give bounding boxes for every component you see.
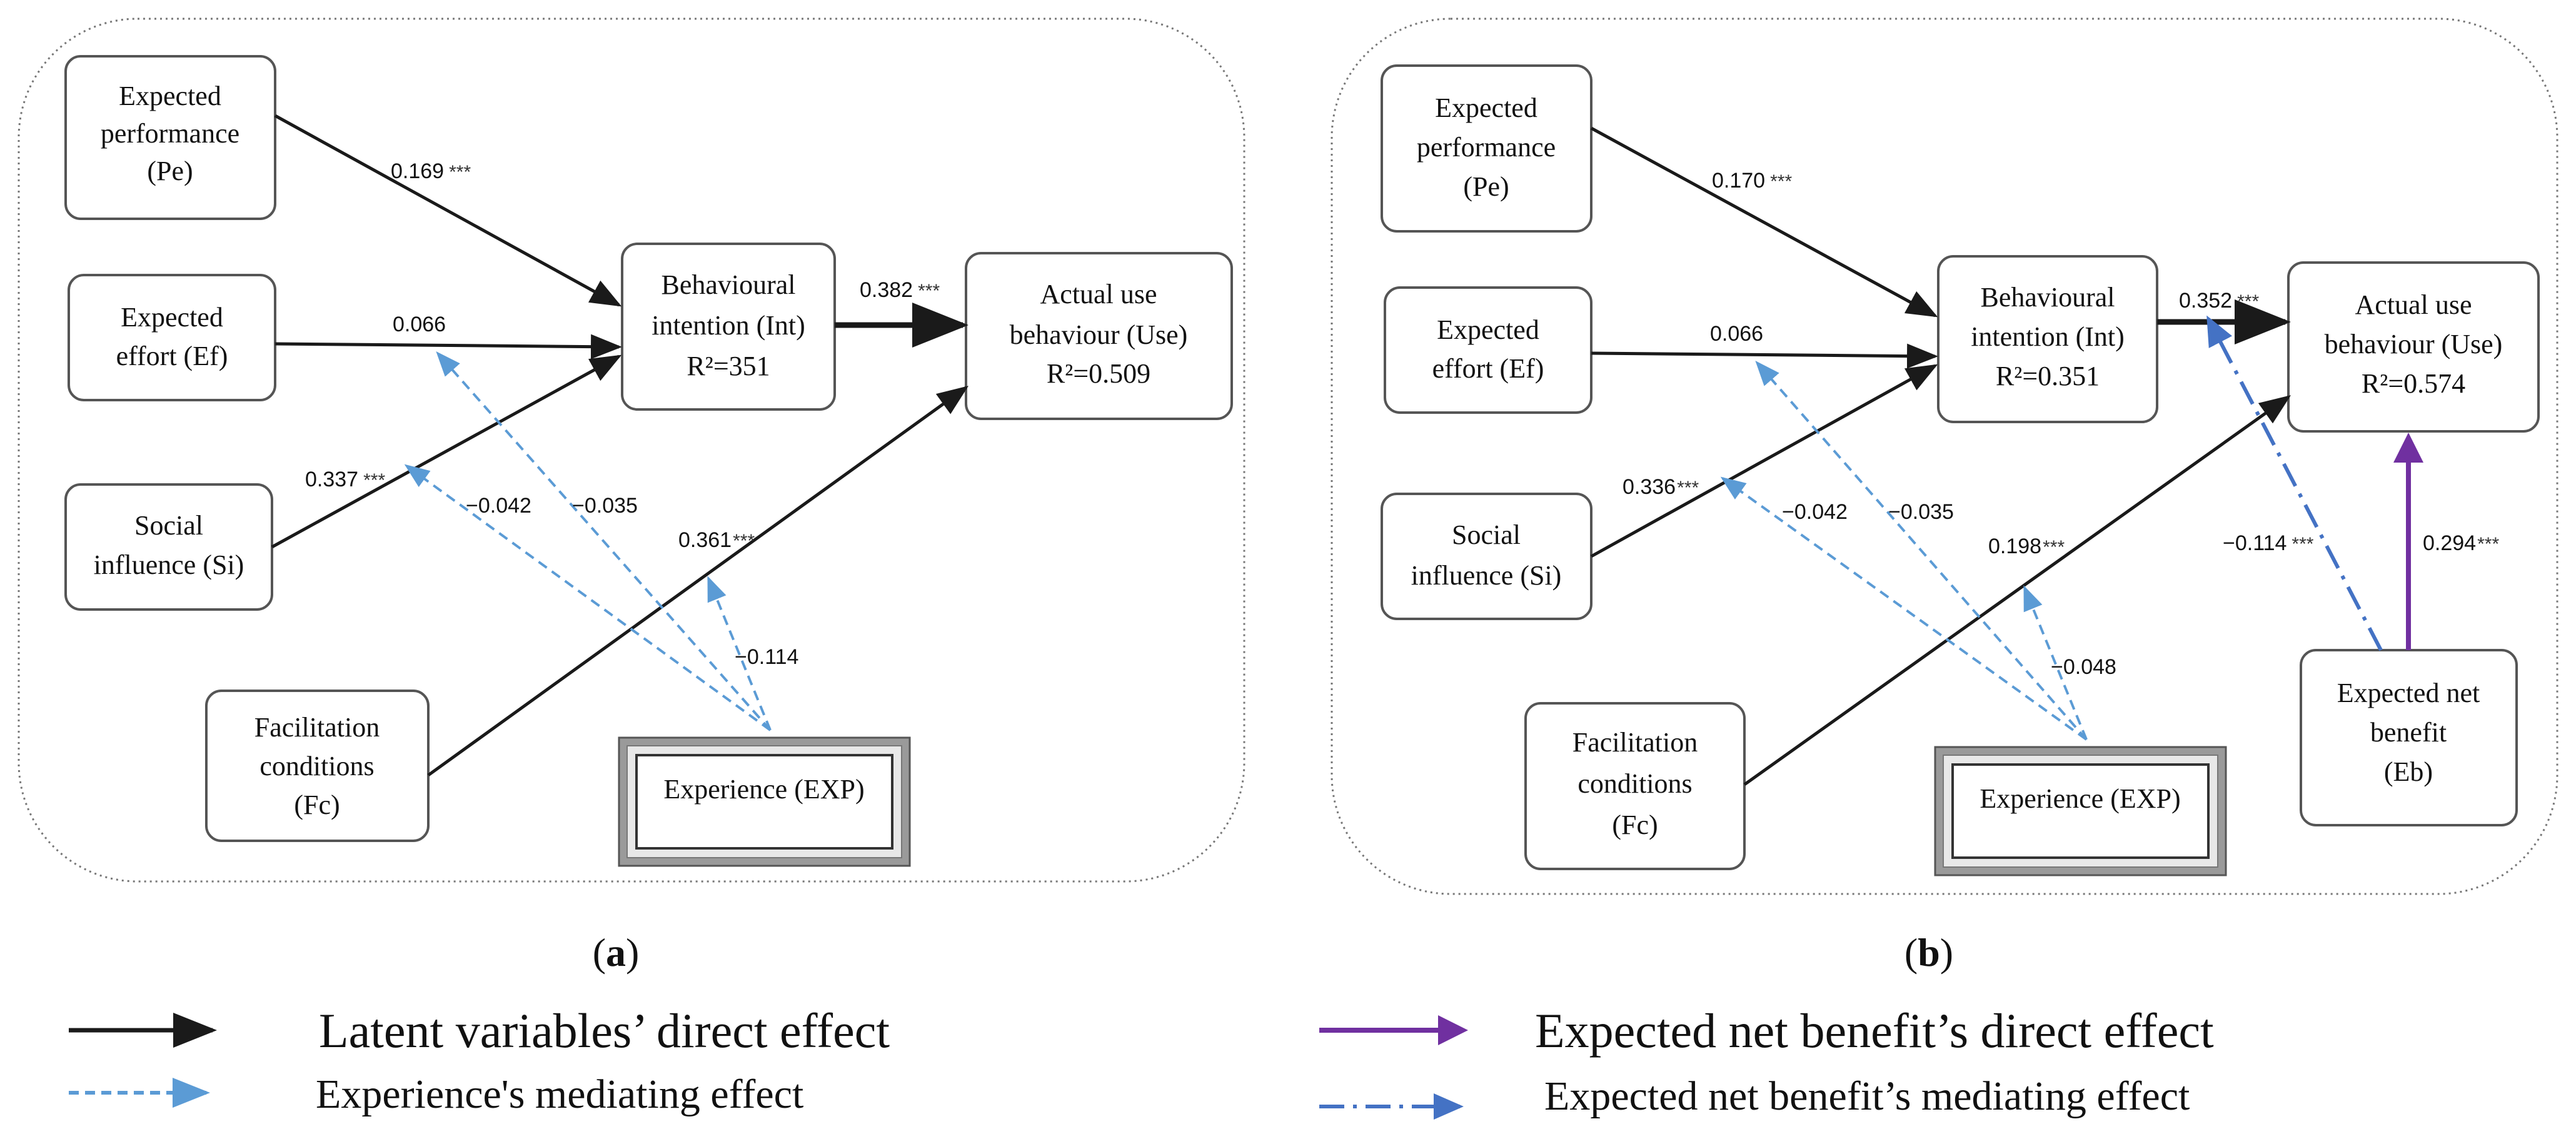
legend-item-direct-effect: Latent variables’ direct effect (69, 1003, 890, 1058)
arrow-fc-use (1743, 395, 2292, 786)
node-experience: Experience (EXP) (618, 736, 911, 867)
coef-eb-use: 0.294*** (2423, 531, 2499, 555)
svg-text:Experience (EXP): Experience (EXP) (1980, 783, 2180, 814)
legend-item-mediating-effect: Experience's mediating effect (69, 1071, 803, 1117)
legend-label-eb-mediating: Expected net benefit’s mediating effect (1544, 1073, 2190, 1119)
legend-label-eb-direct: Expected net benefit’s direct effect (1535, 1003, 2214, 1058)
arrow-fc-use (427, 386, 969, 777)
coef-si-int: 0.336*** (1623, 475, 1699, 499)
dashed-arrow-exp-si (1720, 476, 2088, 741)
legend-item-eb-direct-effect: Expected net benefit’s direct effect (1319, 1003, 2214, 1058)
coef-eb-int-use: −0.114*** (2223, 531, 2314, 555)
coef-exp-fc: −0.114 (735, 645, 798, 669)
legend-label-mediating: Experience's mediating effect (316, 1071, 803, 1117)
panel-a-frame (18, 18, 1245, 883)
coef-exp-ef: −0.035 (1888, 500, 1954, 524)
dashed-arrow-exp-ef (436, 351, 772, 731)
legend-label-direct: Latent variables’ direct effect (319, 1003, 890, 1058)
coef-exp-ef: −0.035 (572, 494, 638, 518)
dashdot-arrow-eb-int-use (2206, 315, 2383, 651)
coef-fc-use: 0.198*** (1988, 534, 2065, 558)
coef-pe-int: 0.170*** (1712, 169, 1792, 193)
panel-b-caption: (b) (1904, 930, 1953, 975)
svg-text:Experience (EXP): Experience (EXP) (663, 774, 864, 805)
dashed-arrow-exp-fc (707, 576, 772, 731)
coef-ef-int: 0.066 (1710, 322, 1763, 346)
legend-item-eb-mediating-effect: Expected net benefit’s mediating effect (1319, 1073, 2190, 1120)
coef-exp-fc: −0.048 (2051, 655, 2116, 679)
coef-ef-int: 0.066 (393, 313, 446, 336)
coef-int-use: 0.352*** (2179, 289, 2259, 313)
panel-a-caption: (a) (593, 930, 640, 975)
arrow-si-int (1590, 364, 1938, 558)
coef-fc-use: 0.361*** (678, 528, 755, 552)
coef-exp-si: −0.042 (1782, 500, 1848, 524)
dashed-arrow-exp-fc (2023, 585, 2088, 740)
dashed-arrow-exp-ef (1755, 360, 2088, 741)
arrow-ef-int (274, 334, 622, 359)
node-experience: Experience (EXP) (1934, 746, 2227, 876)
legend: Latent variables’ direct effect Experien… (69, 1003, 2214, 1120)
coef-exp-si: −0.042 (466, 494, 531, 518)
arrow-ef-int (1591, 343, 1938, 369)
coef-pe-int: 0.169*** (391, 159, 471, 183)
arrow-si-int (271, 354, 622, 549)
coef-si-int: 0.337*** (305, 468, 385, 491)
dashed-arrow-exp-si (404, 464, 772, 731)
arrow-pe-int (274, 114, 622, 307)
coef-int-use: 0.382*** (860, 278, 940, 302)
arrow-pe-int (1590, 126, 1938, 318)
